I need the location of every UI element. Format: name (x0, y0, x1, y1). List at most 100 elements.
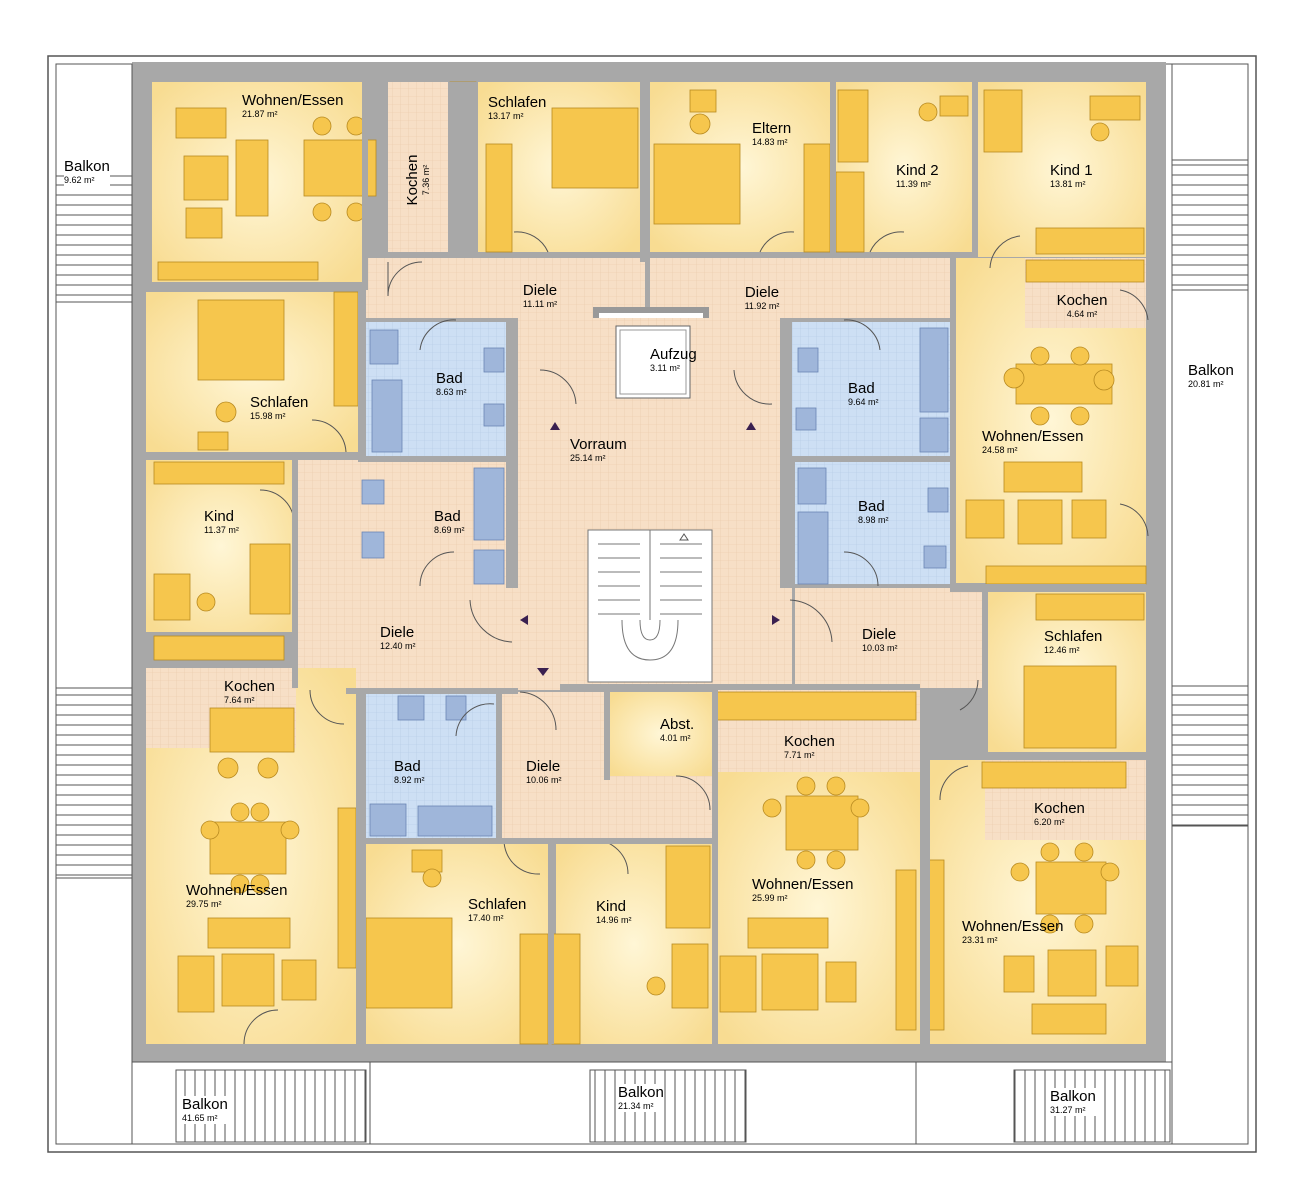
room-area: 21.87 m² (242, 109, 278, 119)
balcony-area: 41.65 m² (182, 1113, 218, 1123)
room-diele-e (795, 588, 985, 688)
room-name: Wohnen/Essen (242, 92, 344, 109)
inner-walls (146, 82, 1146, 1048)
room-area: 13.17 m² (488, 111, 524, 121)
room-name: Diele (744, 284, 780, 301)
room-area: 11.37 m² (204, 525, 239, 535)
room-area: 8.92 m² (394, 775, 425, 785)
room-name: Wohnen/Essen (962, 918, 1064, 935)
room-area: 6.20 m² (1034, 817, 1065, 827)
room-name: Bad (436, 370, 463, 387)
room-area: 15.98 m² (250, 411, 286, 421)
room-area: 14.96 m² (596, 915, 632, 925)
room-area: 11.39 m² (896, 179, 931, 189)
room-name: Kochen (224, 678, 275, 695)
room-name: Kind 2 (896, 162, 939, 179)
room-area: 8.63 m² (436, 387, 467, 397)
room-area: 4.64 m² (1066, 309, 1098, 319)
room-area: 3.11 m² (650, 363, 680, 373)
room-name: Bad (394, 758, 421, 775)
room-name: Vorraum (570, 436, 627, 453)
elevator-cab (615, 325, 691, 399)
room-area: 25.14 m² (570, 453, 606, 463)
room-name: Kind (596, 898, 627, 915)
bath-fixtures (361, 327, 949, 837)
room-name: Diele (526, 758, 561, 775)
balcony-area: 20.81 m² (1188, 379, 1224, 389)
balcony-name: Balkon (1050, 1088, 1096, 1105)
room-area: 23.31 m² (962, 935, 998, 945)
room-name: Eltern (752, 120, 792, 137)
room-area: 29.75 m² (186, 899, 222, 909)
balcony-name: Balkon (182, 1096, 228, 1113)
balkon-e2-rail (1171, 685, 1249, 827)
room-name: Kind 1 (1050, 162, 1093, 179)
room-name: Bad (434, 508, 461, 525)
door-swings (243, 231, 1149, 1045)
room-kochen-n (388, 82, 448, 252)
room-area: 25.99 m² (752, 893, 788, 903)
room-name: Kochen (1056, 292, 1108, 309)
room-name: Diele (380, 624, 415, 641)
balcony-area: 9.62 m² (64, 175, 95, 185)
room-abst-overlay (610, 692, 712, 776)
room-name: Bad (848, 380, 875, 397)
room-area: 13.81 m² (1050, 179, 1086, 189)
room-area: 8.69 m² (434, 525, 465, 535)
balkon-w2-rail (55, 687, 133, 879)
room-label-abst: Abst.4.01 m² (660, 716, 694, 744)
room-area: 10.06 m² (526, 775, 562, 785)
room-name: Kochen (1034, 800, 1085, 817)
room-name: Schlafen (488, 94, 547, 111)
room-name: Schlafen (1044, 628, 1103, 645)
room-name: Wohnen/Essen (186, 882, 288, 899)
balcony-name: Balkon (1188, 362, 1234, 379)
room-area: 7.64 m² (224, 695, 255, 705)
room-area: 11.92 m² (744, 301, 780, 311)
room-area: 12.40 m² (380, 641, 416, 651)
balkon-w-rail (55, 175, 133, 303)
room-name: Wohnen/Essen (982, 428, 1084, 445)
balcony-area: 31.27 m² (1050, 1105, 1086, 1115)
room-area: 10.03 m² (862, 643, 898, 653)
room-area: 17.40 m² (468, 913, 504, 923)
room-name: Kind (204, 508, 235, 525)
furniture-layer (153, 81, 1147, 1045)
balcony-name: Balkon (64, 158, 110, 175)
room-name: Bad (858, 498, 885, 515)
balcony-area: 21.34 m² (618, 1101, 654, 1111)
room-area: 24.58 m² (982, 445, 1018, 455)
room-area: 7.71 m² (784, 750, 815, 760)
